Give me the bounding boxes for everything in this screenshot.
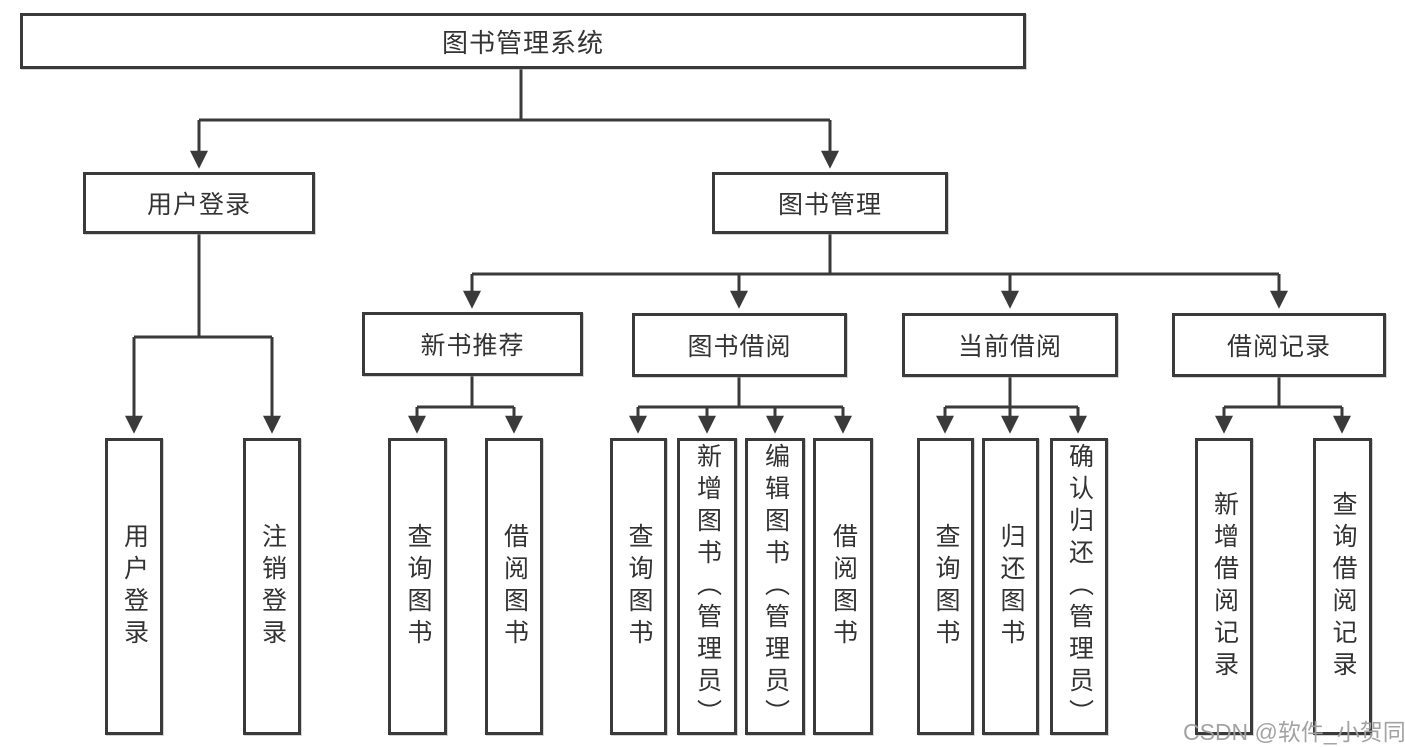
leaf-recommend-borrow-books: 借阅图书 [485,438,543,735]
leaf-current-confirm-return-admin: 确认归还（管理员） [1050,438,1108,735]
leaf-borrowing-add-books-admin: 新增图书（管理员） [677,438,737,735]
leaf-user-login: 用户登录 [105,438,163,735]
node-current-borrowing: 当前借阅 [902,313,1118,377]
leaf-borrowing-query-books: 查询图书 [610,438,667,735]
node-new-book-recommendation: 新书推荐 [362,312,583,376]
node-book-borrowing: 图书借阅 [632,313,847,377]
leaf-recommend-query-books: 查询图书 [388,438,447,735]
leaf-records-query-borrow-record: 查询借阅记录 [1313,438,1372,735]
node-library-management-system: 图书管理系统 [20,13,1026,69]
node-book-management: 图书管理 [712,172,948,234]
leaf-borrowing-borrow-books: 借阅图书 [813,438,873,735]
leaf-current-return-books: 归还图书 [982,438,1039,735]
watermark: CSDN @软件_小贺同学 [1183,719,1405,745]
leaf-logout: 注销登录 [243,438,301,735]
node-borrowing-records: 借阅记录 [1172,313,1386,377]
leaf-current-query-books: 查询图书 [917,438,974,735]
node-user-login: 用户登录 [83,172,315,234]
leaf-borrowing-edit-books-admin: 编辑图书（管理员） [745,438,805,735]
leaf-records-add-borrow-record: 新增借阅记录 [1195,438,1253,735]
